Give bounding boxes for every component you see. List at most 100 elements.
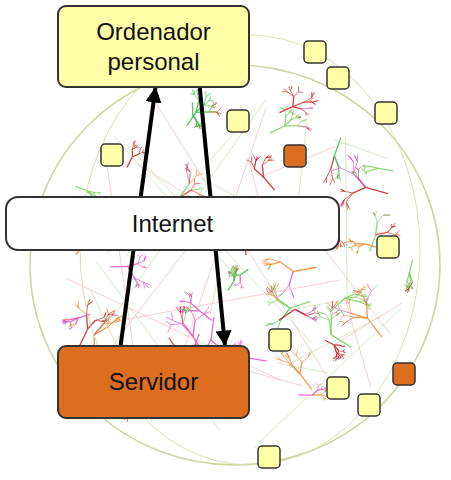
network-link	[229, 273, 232, 274]
host-square	[304, 41, 326, 63]
network-link	[104, 312, 106, 317]
network-link	[183, 313, 185, 323]
network-link	[343, 243, 344, 247]
network-link	[290, 109, 291, 112]
network-link	[325, 340, 334, 345]
server-square	[284, 145, 306, 167]
network-link	[293, 97, 294, 107]
network-link	[278, 293, 283, 295]
network-link	[284, 355, 288, 358]
network-link	[137, 284, 139, 288]
network-link	[330, 306, 333, 311]
network-link	[302, 108, 309, 109]
network-link	[204, 101, 209, 105]
network-link	[213, 102, 217, 106]
network-link	[292, 300, 342, 309]
network-link	[279, 293, 283, 296]
network-link	[199, 126, 200, 129]
network-link	[341, 189, 345, 191]
network-link	[127, 157, 133, 168]
network-link	[321, 395, 324, 398]
network-link	[349, 238, 351, 242]
network-link	[313, 319, 318, 320]
network-link	[179, 307, 182, 311]
network-link	[357, 247, 359, 251]
network-link	[323, 387, 325, 389]
network-link	[332, 308, 333, 318]
network-link	[63, 319, 65, 322]
network-link	[351, 242, 356, 244]
network-link	[72, 324, 76, 325]
network-band: Internet	[5, 196, 340, 251]
host-square	[327, 377, 349, 399]
network-link	[375, 211, 377, 216]
network-link	[410, 286, 413, 289]
network-link	[75, 186, 86, 190]
network-link	[309, 107, 313, 109]
network-link	[199, 126, 200, 129]
network-link	[136, 145, 138, 147]
network-link	[312, 319, 317, 322]
network-link	[333, 178, 335, 183]
network-link	[138, 261, 144, 264]
network-link	[303, 102, 312, 103]
network-link	[70, 324, 72, 326]
network-link	[407, 273, 409, 282]
network-link	[338, 356, 340, 359]
network-link	[337, 167, 339, 175]
network-link	[324, 398, 326, 400]
network-link	[302, 357, 309, 362]
network-link	[351, 247, 353, 251]
network-link	[355, 294, 363, 296]
network-link	[193, 115, 197, 121]
network-link	[98, 193, 101, 195]
network-link	[190, 303, 191, 310]
network-link	[193, 321, 195, 337]
network-link	[135, 145, 137, 146]
network-link	[209, 106, 213, 112]
network-link	[370, 235, 376, 252]
client-box: Ordenador personal	[57, 5, 250, 88]
network-link	[268, 303, 272, 306]
host-square	[377, 236, 399, 258]
host-square	[227, 110, 249, 132]
network-link	[376, 222, 378, 234]
network-link	[346, 136, 347, 302]
network-link	[307, 313, 315, 316]
network-link	[96, 318, 104, 321]
network-link	[298, 87, 299, 92]
network-link	[387, 228, 391, 233]
network-link	[280, 107, 285, 109]
network-link	[271, 262, 280, 264]
network-link	[108, 316, 109, 327]
host-square	[269, 329, 291, 351]
network-link	[180, 311, 182, 314]
network-link	[267, 264, 271, 270]
network-link	[236, 269, 239, 271]
network-link	[94, 327, 108, 334]
network-link	[79, 308, 87, 314]
network-link	[324, 398, 327, 399]
network-link	[299, 91, 303, 93]
network-link	[377, 215, 383, 222]
network-link	[184, 293, 189, 296]
network-link	[316, 383, 318, 385]
network-link	[191, 190, 200, 194]
network-link	[409, 273, 412, 282]
network-link	[312, 390, 317, 395]
network-link	[359, 244, 365, 247]
network-link	[296, 118, 300, 120]
network-link	[198, 125, 200, 126]
network-link	[229, 271, 231, 273]
network-link	[171, 323, 183, 324]
network-link	[197, 121, 199, 124]
network-link	[312, 100, 318, 102]
network-link	[198, 124, 200, 126]
network-link	[229, 276, 230, 279]
network-link	[240, 282, 241, 286]
network-link	[70, 322, 72, 326]
network-link	[180, 313, 183, 324]
network-link	[363, 166, 366, 167]
network-link	[378, 168, 393, 171]
